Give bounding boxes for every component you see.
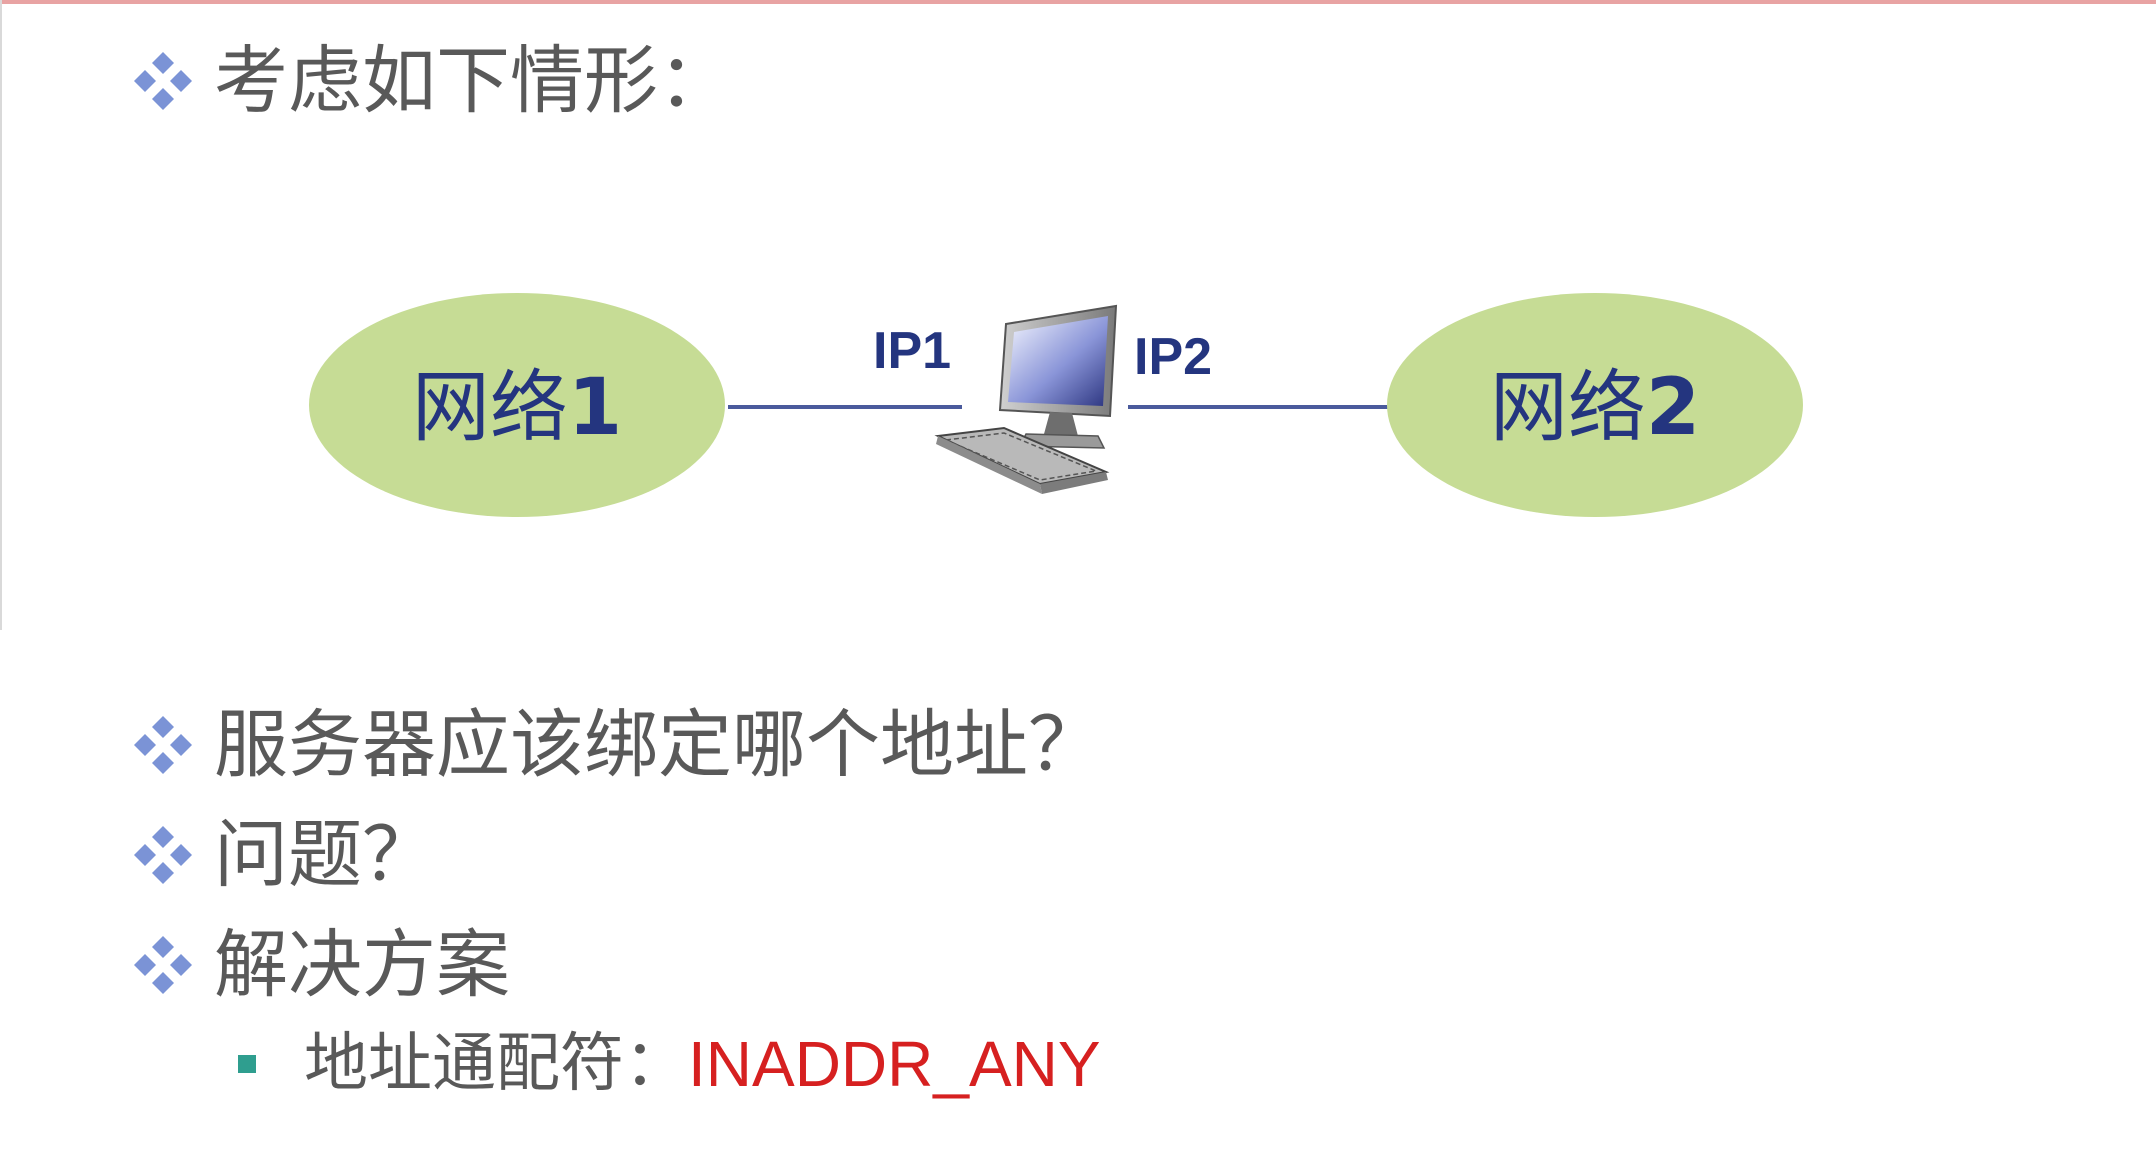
ip1-label: IP1 [873,322,951,380]
network-2-node: 网络2 [1387,293,1803,517]
network-diagram: 网络1 网络2 IP1 IP2 [309,293,1803,517]
diamond-bullet-icon [134,716,192,774]
network-2-label: 网络2 [1490,363,1700,453]
ip2-label: IP2 [1134,328,1212,386]
network-1-node: 网络1 [309,293,725,517]
bullet-which-address-text: 服务器应该绑定哪个地址？ [214,702,1102,788]
diamond-bullet-icon [134,52,192,110]
bullet-consider: 考虑如下情形： [132,44,732,118]
bullet-problem-text: 问题？ [214,812,436,898]
diamond-bullet-icon [134,936,192,994]
sub-bullet-wildcard: 地址通配符： INADDR_ANY [238,1032,1101,1096]
bullet-consider-text: 考虑如下情形： [214,38,732,124]
bullet-problem: 问题？ [132,818,436,892]
bullet-solution: 解决方案 [132,928,510,1002]
square-bullet-icon [238,1055,256,1073]
sub-bullet-value: INADDR_ANY [688,1028,1101,1100]
slide-left-edge [0,0,2,630]
bullet-which-address: 服务器应该绑定哪个地址？ [132,708,1102,782]
sub-bullet-label: 地址通配符： [304,1027,688,1101]
slide-top-rule [0,0,2156,4]
desktop-computer-icon [934,304,1118,494]
bullet-solution-text: 解决方案 [214,922,510,1008]
network-1-label: 网络1 [412,363,622,453]
diamond-bullet-icon [134,826,192,884]
